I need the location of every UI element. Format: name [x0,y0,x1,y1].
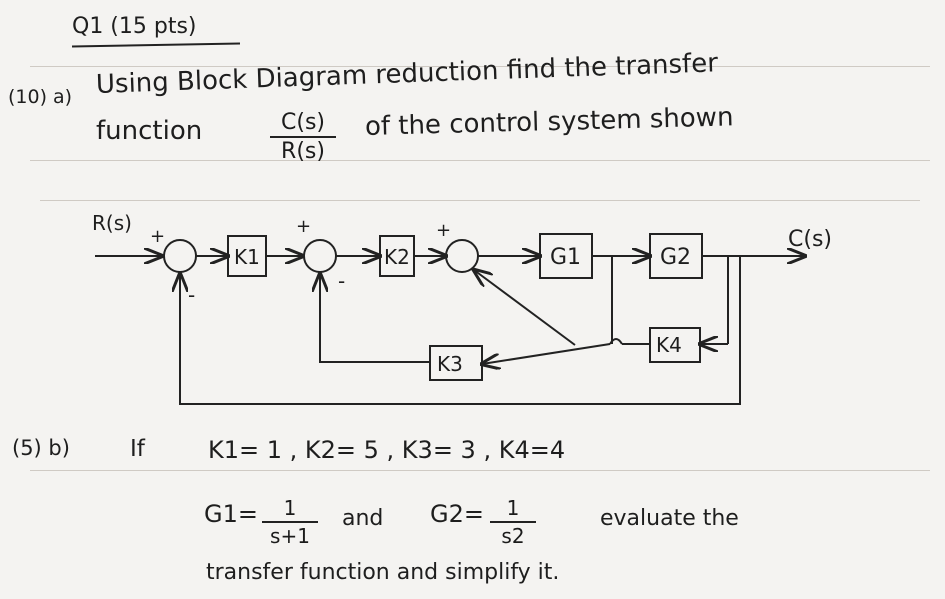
unity-feedback-path [180,256,741,405]
summing-junction-3 [445,239,479,273]
part-b-marks: (5) b) [12,436,70,460]
g2-fraction: 1 s2 [490,496,536,548]
question-title: Q1 (15 pts) [72,14,197,39]
part-b-condition: If [130,436,145,462]
summing-junction-1 [163,239,197,273]
sj2-minus-sign: - [338,269,345,293]
g2-numerator: 1 [506,496,520,520]
g1-numerator: 1 [283,496,297,520]
g2-label: G2= [430,500,484,528]
fraction-bar [270,136,336,138]
part-a-marks: (10) a) [8,86,73,108]
block-diagram: R(s) C(s) K1 K2 G1 G2 K3 K4 + - + - + [92,211,832,405]
sj3-plus-sign: + [436,220,451,241]
sj1-minus-sign: - [188,283,195,307]
and-word: and [342,506,384,531]
block-k3-label: K3 [437,352,463,376]
evaluate-text: evaluate the [600,506,739,531]
line-k4-to-k3 [482,343,611,364]
g1-label: G1= [204,500,258,528]
k-values: K1= 1 , K2= 5 , K3= 3 , K4=4 [208,436,566,464]
block-k1-label: K1 [234,245,260,269]
g2-denominator: s2 [501,524,525,548]
block-g2-label: G2 [660,245,691,270]
part-b-last-line: transfer function and simplify it. [206,560,560,585]
k3-feedback-path [320,274,430,363]
diagonal-feedback [474,270,576,346]
g1-fraction: 1 s+1 [262,496,318,548]
input-label: R(s) [92,211,132,235]
block-g1-label: G1 [550,245,581,270]
part-a-line-2-suffix: of the control system shown [364,102,734,142]
output-label: C(s) [788,227,832,252]
block-k2-label: K2 [384,245,410,269]
part-a-line-1: Using Block Diagram reduction find the t… [95,48,719,100]
g1-denominator: s+1 [270,524,310,548]
block-k4-label: K4 [656,333,682,357]
sj2-plus-sign: + [296,216,311,237]
tf-numerator: C(s) [281,110,325,135]
part-a-line-2-prefix: function [96,116,203,146]
sj1-plus-sign: + [150,226,165,247]
tf-denominator: R(s) [281,139,325,164]
g2-fraction-bar [490,521,536,523]
g1-fraction-bar [262,521,318,523]
title-underline [71,42,241,48]
transfer-function-fraction: C(s) R(s) [268,110,338,164]
summing-junction-2 [303,239,337,273]
